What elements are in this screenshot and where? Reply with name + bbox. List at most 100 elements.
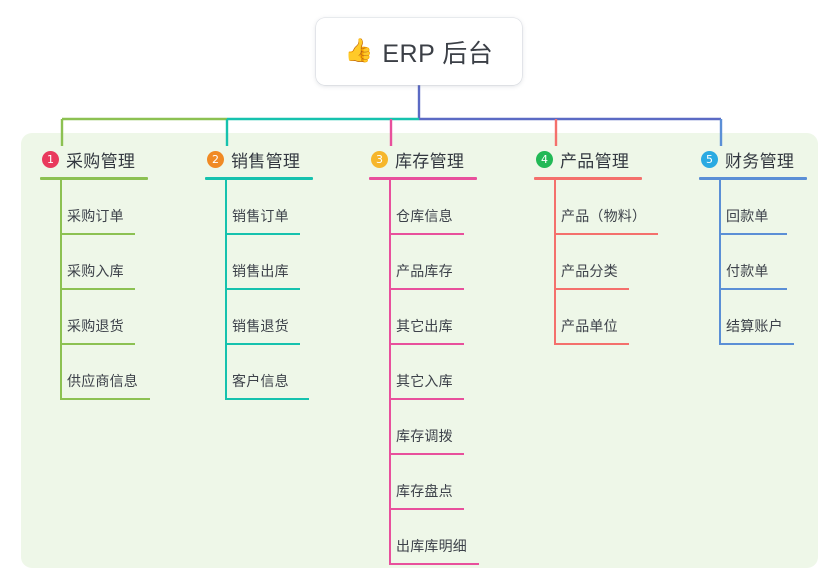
branch-item-underline [225, 233, 300, 235]
branch-item[interactable]: 其它出库 [369, 290, 477, 345]
branch-item-label: 采购订单 [67, 208, 124, 224]
branch-title: 财务管理 [725, 151, 795, 171]
branch-item[interactable]: 库存盘点 [369, 455, 477, 510]
branch-item[interactable]: 产品分类 [534, 235, 642, 290]
branch-spine [389, 400, 391, 455]
branch-item-label: 其它出库 [396, 318, 453, 334]
branch-item-underline [60, 288, 135, 290]
branch-spine [554, 235, 556, 290]
branch-item-underline [225, 398, 309, 400]
branch-item-list: 产品（物料） 产品分类产品单位 [534, 180, 658, 345]
branch-item-underline [225, 343, 300, 345]
branch-spine [389, 455, 391, 510]
branch-item-label: 销售出库 [232, 263, 289, 279]
branch-item-list: 回款单付款单结算账户 [699, 180, 807, 345]
branch-spine [554, 290, 556, 345]
branch-item-label: 付款单 [726, 263, 769, 279]
root-node-content: 👍 ERP 后台 [345, 34, 494, 70]
branch-item[interactable]: 采购订单 [40, 180, 148, 235]
branch-item-underline [60, 343, 135, 345]
branch-item-label: 采购退货 [67, 318, 124, 334]
branch-title: 库存管理 [395, 151, 465, 171]
branch-item-label: 供应商信息 [67, 373, 138, 389]
branch-item-underline [719, 343, 794, 345]
diagram-canvas [21, 133, 818, 568]
branch-item-label: 销售退货 [232, 318, 289, 334]
branch-underline [205, 177, 313, 180]
branch-item-underline [554, 233, 658, 235]
branch-item[interactable]: 产品单位 [534, 290, 642, 345]
branch-item-label: 其它入库 [396, 373, 453, 389]
branch-item[interactable]: 产品库存 [369, 235, 477, 290]
branch-item-label: 客户信息 [232, 373, 289, 389]
branch-item-underline [389, 508, 464, 510]
branch-spine [225, 290, 227, 345]
branch-spine [60, 235, 62, 290]
branch-item[interactable]: 客户信息 [205, 345, 313, 400]
branch-spine [719, 235, 721, 290]
branch-item-label: 库存盘点 [396, 483, 453, 499]
branch-spine [225, 345, 227, 400]
branch-item-underline [389, 288, 464, 290]
branch-spine [554, 180, 556, 235]
branch-spine [389, 345, 391, 400]
branch-item[interactable]: 回款单 [699, 180, 807, 235]
branch-item-label: 产品分类 [561, 263, 618, 279]
branch-item-underline [554, 288, 629, 290]
branch-item[interactable]: 销售退货 [205, 290, 313, 345]
branch-item[interactable]: 结算账户 [699, 290, 807, 345]
branch-item[interactable]: 销售出库 [205, 235, 313, 290]
branch-item[interactable]: 库存调拨 [369, 400, 477, 455]
branch-item-underline [389, 398, 464, 400]
branch-item[interactable]: 采购退货 [40, 290, 148, 345]
branch-item[interactable]: 付款单 [699, 235, 807, 290]
branch-item-underline [225, 288, 300, 290]
branch-item-underline [389, 233, 464, 235]
branch-item-label: 采购入库 [67, 263, 124, 279]
branch-item[interactable]: 出库库明细 [369, 510, 479, 565]
branch-item-underline [554, 343, 629, 345]
branch-spine [719, 290, 721, 345]
branch-item-label: 库存调拨 [396, 428, 453, 444]
branch-item-underline [719, 288, 787, 290]
branch-item[interactable]: 其它入库 [369, 345, 477, 400]
branch-spine [719, 180, 721, 235]
branch-item-underline [60, 233, 135, 235]
branch-item[interactable]: 仓库信息 [369, 180, 477, 235]
branch-underline [699, 177, 807, 180]
branch-spine [60, 180, 62, 235]
branch-title: 销售管理 [231, 151, 301, 171]
branch-item[interactable]: 供应商信息 [40, 345, 150, 400]
branch-item-label: 结算账户 [726, 318, 783, 334]
branch-spine [389, 510, 391, 565]
branch-item-underline [389, 563, 479, 565]
branch-item-list: 仓库信息产品库存其它出库其它入库库存调拨库存盘点出库库明细 [369, 180, 479, 565]
branch-underline [534, 177, 642, 180]
branch-spine [60, 290, 62, 345]
branch-item-underline [389, 343, 464, 345]
branch-item[interactable]: 销售订单 [205, 180, 313, 235]
branch-item-label: 回款单 [726, 208, 769, 224]
branch-item-label: 销售订单 [232, 208, 289, 224]
branch-underline [369, 177, 477, 180]
branch-item-label: 产品库存 [396, 263, 453, 279]
branch-spine [389, 180, 391, 235]
branch-item[interactable]: 产品（物料） [534, 180, 658, 235]
branch-item-label: 出库库明细 [396, 538, 467, 554]
branch-spine [60, 345, 62, 400]
root-title: ERP 后台 [382, 39, 494, 68]
thumbs-up-icon: 👍 [344, 38, 374, 64]
root-node[interactable]: 👍 ERP 后台 [316, 18, 522, 85]
branch-item[interactable]: 采购入库 [40, 235, 148, 290]
branch-underline [40, 177, 148, 180]
